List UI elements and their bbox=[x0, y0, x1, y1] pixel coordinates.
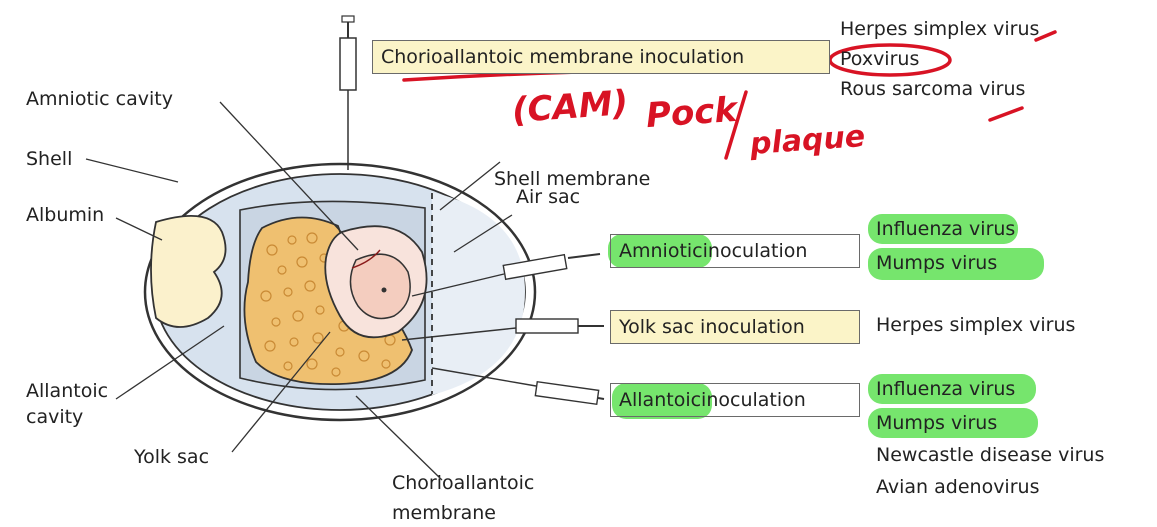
virus-allantoic-4: Avian adenovirus bbox=[876, 478, 1039, 497]
embryo-eye bbox=[382, 288, 387, 293]
virus-cam-2: Poxvirus bbox=[840, 50, 919, 69]
virus-cam-3: Rous sarcoma virus bbox=[840, 80, 1025, 99]
virus-allantoic-2: Mumps virus bbox=[876, 414, 997, 433]
label-yolk-sac: Yolk sac bbox=[134, 448, 209, 467]
amniotic-inoculation-rest: inoculation bbox=[703, 240, 808, 262]
handwritten-cam: (CAM) bbox=[511, 86, 629, 128]
box-yolk-inoculation: Yolk sac inoculation bbox=[610, 310, 860, 344]
label-amniotic-cavity: Amniotic cavity bbox=[26, 90, 173, 109]
handwritten-plaque: plaque bbox=[749, 122, 866, 160]
box-allantoic-inoculation: Allantoic inoculation bbox=[610, 383, 860, 417]
yolk-inoculation-label: Yolk sac inoculation bbox=[619, 316, 805, 338]
virus-amniotic-1: Influenza virus bbox=[876, 220, 1015, 239]
virus-allantoic-3: Newcastle disease virus bbox=[876, 446, 1104, 465]
virus-allantoic-1: Influenza virus bbox=[876, 380, 1015, 399]
ink-tick-2 bbox=[990, 108, 1022, 120]
syringe-cam bbox=[340, 16, 356, 170]
label-chorioallantoic-1: Chorioallantoic bbox=[392, 474, 534, 493]
label-shell: Shell bbox=[26, 150, 72, 169]
box-amniotic-inoculation: Amniotic inoculation bbox=[610, 234, 860, 268]
amniotic-highlighted-word: Amniotic bbox=[619, 240, 703, 262]
air-sac bbox=[432, 192, 525, 395]
label-chorioallantoic-2: membrane bbox=[392, 504, 496, 523]
label-allantoic-cavity-2: cavity bbox=[26, 408, 83, 427]
label-albumin: Albumin bbox=[26, 206, 104, 225]
virus-yolk-1: Herpes simplex virus bbox=[876, 316, 1075, 335]
box-cam-inoculation: Chorioallantoic membrane inoculation bbox=[372, 40, 830, 74]
allantoic-highlighted-word: Allantoic bbox=[619, 389, 701, 411]
handwritten-pock: Pock bbox=[645, 93, 738, 133]
allantoic-inoculation-rest: inoculation bbox=[701, 389, 806, 411]
label-allantoic-cavity-1: Allantoic bbox=[26, 382, 108, 401]
cam-inoculation-label: Chorioallantoic membrane inoculation bbox=[381, 46, 744, 68]
virus-amniotic-2: Mumps virus bbox=[876, 254, 997, 273]
label-air-sac: Air sac bbox=[516, 188, 580, 207]
embryo bbox=[350, 254, 410, 318]
virus-cam-1: Herpes simplex virus bbox=[840, 20, 1039, 39]
albumin bbox=[151, 216, 226, 327]
